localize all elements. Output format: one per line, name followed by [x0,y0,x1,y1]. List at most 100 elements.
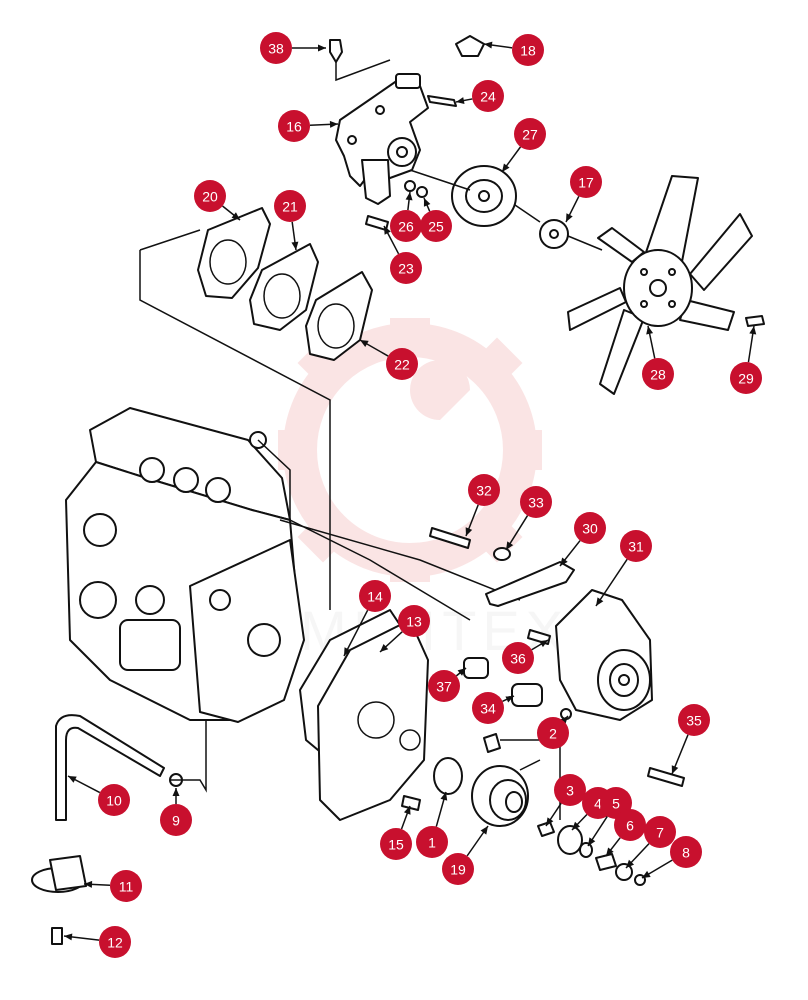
cooling-fan [567,175,765,395]
callout-arrowhead [606,847,614,856]
callout-number: 7 [656,825,664,841]
callout-arrowhead [456,97,465,104]
callout-badge [398,605,430,637]
callout-arrowhead [626,859,635,868]
callout-number: 20 [202,189,218,205]
bolt-24 [427,95,457,107]
callout-badge [620,530,652,562]
callout-badge [514,118,546,150]
spacer-34 [511,683,543,707]
callout-arrowhead [546,817,554,826]
callout-arrowhead [423,198,431,207]
o-ring-1 [433,757,463,795]
idle-gear-shaft [483,733,501,753]
bolt-15 [401,795,421,811]
callout-badge [678,704,710,736]
thermostat-housing [395,73,421,89]
callout-number: 26 [398,219,414,235]
callout-badge [110,870,142,902]
callout-badge [642,358,674,390]
callout-number: 32 [476,483,492,499]
callout-number: 1 [428,835,436,851]
water-pump-group [329,35,603,251]
callout-arrowhead [380,644,389,652]
engine-block [65,407,521,723]
callout-arrowhead [505,696,514,703]
callout-arrowhead [318,44,326,52]
callout-7: 7 [625,816,676,869]
callout-arrowhead [502,163,510,172]
callout-number: 9 [172,813,180,829]
callout-37: 37 [428,667,467,702]
callout-badge [390,252,422,284]
callout-number: 11 [119,879,134,895]
collar-3 [537,821,555,837]
callout-arrowhead [291,241,299,250]
callout-9: 9 [160,788,192,836]
callout-badge [554,774,586,806]
gasket-22 [305,271,373,361]
callout-19: 19 [442,825,489,885]
oil-suction-pipe [55,714,165,821]
callout-arrowhead [405,192,413,201]
callout-number: 2 [549,726,557,742]
callout-number: 36 [510,651,526,667]
callout-badge [99,926,131,958]
callout-badge [442,853,474,885]
callout-badge [520,486,552,518]
callout-13: 13 [379,605,430,653]
temperature-switch-18 [455,35,485,57]
callout-number: 29 [738,371,754,387]
callout-1: 1 [416,791,448,858]
callout-number: 17 [578,175,594,191]
fan-blade [599,309,645,395]
callout-22: 22 [359,339,418,380]
washer-5 [579,842,593,858]
callout-badge [274,190,306,222]
gasket-20 [197,207,271,299]
callout-number: 38 [268,41,284,57]
temperature-sender-38 [329,39,343,63]
callout-arrowhead [671,765,679,774]
callout-number: 34 [480,701,496,717]
callout-21: 21 [274,190,306,251]
callout-33: 33 [505,486,552,551]
block-front-face [189,539,305,723]
callout-badge [644,816,676,848]
callout-28: 28 [642,325,674,390]
bolt-12 [51,927,63,945]
callout-number: 23 [398,261,414,277]
callout-15: 15 [380,805,412,860]
callout-badge [98,784,130,816]
callout-number: 33 [528,495,544,511]
callout-number: 10 [106,793,122,809]
callout-34: 34 [472,692,515,724]
callout-badge [512,34,544,66]
callout-27: 27 [501,118,546,173]
callout-11: 11 [83,870,142,902]
callout-badge [390,210,422,242]
callout-badge [359,580,391,612]
callout-arrowhead [344,647,351,656]
callout-arrowhead [231,212,240,220]
idle-gear-group [433,733,646,886]
callout-badge [570,166,602,198]
callout-arrowhead [480,826,488,835]
callout-leader [343,609,369,657]
callout-18: 18 [483,34,544,66]
callout-arrowhead [465,527,473,536]
callout-arrowhead [172,788,180,796]
callout-badge [502,642,534,674]
callout-8: 8 [641,836,702,879]
gasket-group [139,207,373,610]
callout-number: 4 [594,796,602,812]
callout-12: 12 [63,926,131,958]
callout-arrowhead [560,716,568,725]
callout-number: 37 [436,679,452,695]
callout-badge [730,362,762,394]
callout-badge [386,348,418,380]
fan-blade [567,287,627,331]
callout-badge [670,836,702,868]
callout-leader [595,558,628,607]
